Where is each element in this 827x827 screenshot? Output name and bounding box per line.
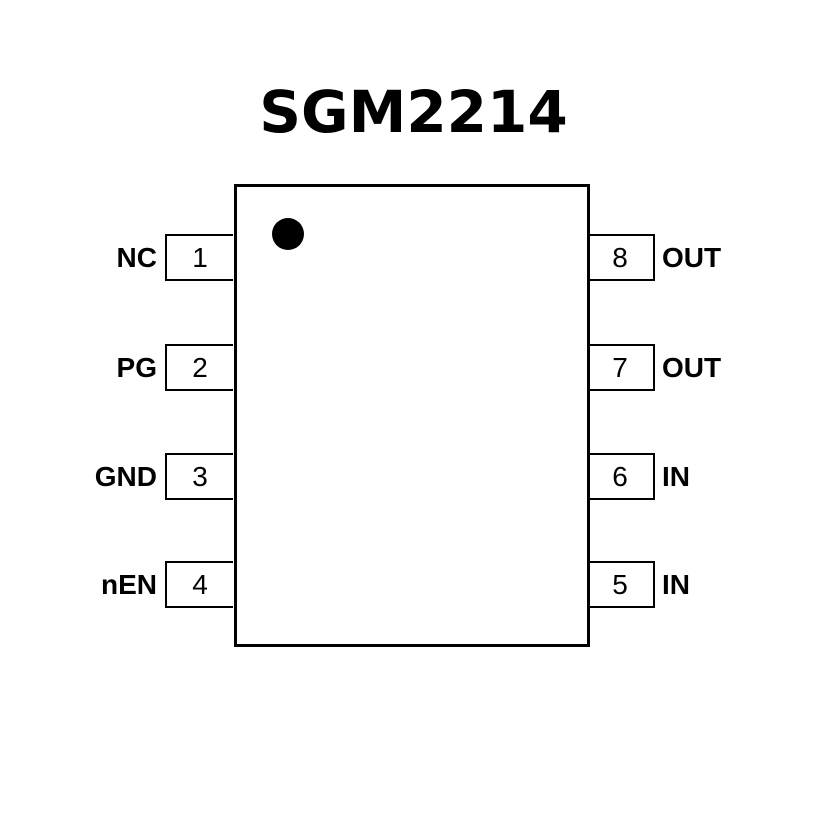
pin-6-label: IN bbox=[662, 461, 690, 492]
chip-title: SGM2214 bbox=[259, 78, 568, 146]
pin-3: 3 bbox=[165, 453, 233, 500]
pin-4-label: nEN bbox=[101, 569, 157, 600]
chip-body bbox=[234, 184, 590, 647]
pin-5-label: IN bbox=[662, 569, 690, 600]
pin-5: 5 bbox=[587, 561, 655, 608]
pin-2: 2 bbox=[165, 344, 233, 391]
pin-4: 4 bbox=[165, 561, 233, 608]
pin-7-label: OUT bbox=[662, 352, 722, 383]
pin-3-label: GND bbox=[94, 461, 157, 492]
pin1-indicator-dot bbox=[272, 218, 304, 250]
pin-8-label: OUT bbox=[662, 242, 722, 273]
pin-8: 8 bbox=[587, 234, 655, 281]
pin-7: 7 bbox=[587, 344, 655, 391]
pin-1-label: NC bbox=[116, 242, 157, 273]
pin-6: 6 bbox=[587, 453, 655, 500]
pin-2-label: PG bbox=[116, 352, 157, 383]
pin-1: 1 bbox=[165, 234, 233, 281]
